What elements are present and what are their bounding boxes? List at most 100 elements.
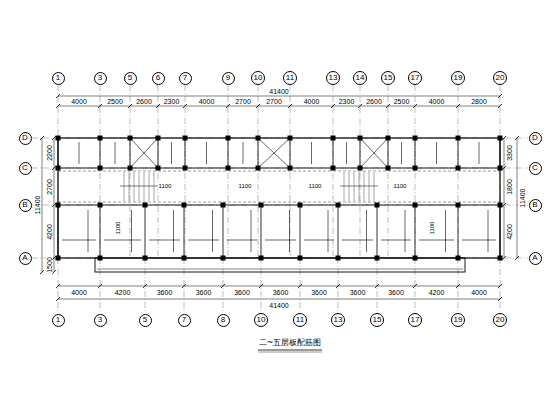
axis-number: 17 (411, 316, 420, 324)
axis-line (290, 85, 291, 258)
dimension-text: 3600 (310, 289, 328, 296)
rebar-line (366, 210, 367, 252)
column (386, 166, 391, 171)
caption-underline (258, 352, 322, 353)
dimension-tick (456, 284, 460, 288)
axis-bubble: 1 (52, 314, 65, 327)
partition-beam (100, 205, 101, 258)
dimension-tick (143, 284, 147, 288)
axis-bubble: 6 (152, 72, 165, 85)
dimension-text: 4000 (428, 98, 446, 105)
rebar-length: 1100 (238, 183, 253, 189)
column (413, 166, 418, 171)
axis-bubble: D (19, 132, 32, 145)
dimension-tick (298, 284, 302, 288)
axis-number: 20 (496, 316, 505, 324)
dimension-text: 3600 (272, 289, 290, 296)
rebar-line (462, 240, 496, 241)
dimension-line (58, 286, 500, 287)
rebar-line (342, 240, 373, 241)
column (358, 136, 363, 141)
column (98, 256, 103, 261)
dimension-tick (183, 104, 187, 108)
dimension-tick (331, 104, 335, 108)
axis-line (32, 168, 528, 169)
axis-bubble: B (19, 199, 32, 212)
axis-number: 1 (56, 316, 60, 324)
column (331, 166, 336, 171)
rebar-line (304, 240, 334, 241)
axis-line (258, 85, 259, 258)
dimension-tick (98, 104, 102, 108)
partition-beam (360, 138, 361, 168)
axis-number: 5 (128, 74, 132, 82)
partition-beam (145, 205, 146, 258)
partition-beam (415, 205, 416, 258)
partition-beam (300, 205, 301, 258)
axis-bubble: 8 (217, 314, 230, 327)
column (128, 136, 133, 141)
rebar-length: 1100 (158, 183, 173, 189)
column (56, 256, 61, 261)
axis-number: A (22, 254, 27, 262)
partition-beam (185, 138, 186, 168)
axis-number: 6 (156, 74, 160, 82)
dimension-tick (413, 284, 417, 288)
axis-number: B (22, 201, 27, 209)
rebar-line (419, 240, 454, 241)
partition-beam (458, 205, 459, 258)
column (498, 256, 503, 261)
dimension-text: 3300 (506, 144, 513, 162)
dimension-text: 2300 (163, 98, 181, 105)
axis-number: 10 (257, 316, 266, 324)
axis-number: 8 (221, 316, 225, 324)
partition-beam (223, 205, 224, 258)
axis-bubble: 3 (94, 72, 107, 85)
axis-bubble: 11 (283, 71, 297, 85)
column (288, 136, 293, 141)
stair-step (344, 172, 345, 201)
dimension-text: 2600 (135, 98, 153, 105)
axis-line (130, 85, 131, 258)
axis-bubble: 7 (178, 314, 191, 327)
axis-number: D (22, 134, 28, 142)
axis-bubble: 15 (381, 71, 395, 85)
axis-bubble: C (19, 162, 32, 175)
partition-beam (100, 138, 101, 168)
partition-beam (377, 205, 378, 258)
column (183, 136, 188, 141)
axis-bubble: 10 (254, 313, 268, 327)
rebar-line (381, 240, 411, 241)
column (143, 256, 148, 261)
stair-step (369, 172, 370, 201)
axis-line (360, 85, 361, 258)
dimension-tick (40, 270, 44, 274)
dimension-tick (56, 104, 60, 108)
rebar-line (173, 210, 174, 252)
dimension-total: 11400 (519, 188, 526, 209)
rebar-line (445, 210, 446, 252)
rebar-length: 1100 (393, 183, 408, 189)
dimension-text: 3600 (349, 289, 367, 296)
dimension-total: 41400 (268, 88, 289, 95)
dimension-tick (413, 104, 417, 108)
dimension-tick (40, 136, 44, 140)
axis-number: C (22, 164, 28, 172)
balcony-slab (95, 258, 465, 272)
axis-bubble: 20 (493, 313, 507, 327)
rebar-line (401, 142, 402, 164)
dimension-text: 4200 (46, 223, 53, 241)
dimension-tick (386, 104, 390, 108)
axis-bubble: A (529, 252, 542, 265)
opening-diagonal (360, 138, 388, 168)
axis-line (228, 85, 229, 258)
rebar-length: 1100 (308, 183, 323, 189)
dimension-tick (502, 256, 506, 260)
dimension-tick (502, 166, 506, 170)
opening-diagonal (258, 138, 290, 168)
dimension-tick (288, 104, 292, 108)
axis-number: 13 (329, 74, 338, 82)
dimension-text: 4000 (470, 289, 488, 296)
stair-step (124, 172, 125, 201)
dimension-text: 1500 (46, 256, 53, 274)
